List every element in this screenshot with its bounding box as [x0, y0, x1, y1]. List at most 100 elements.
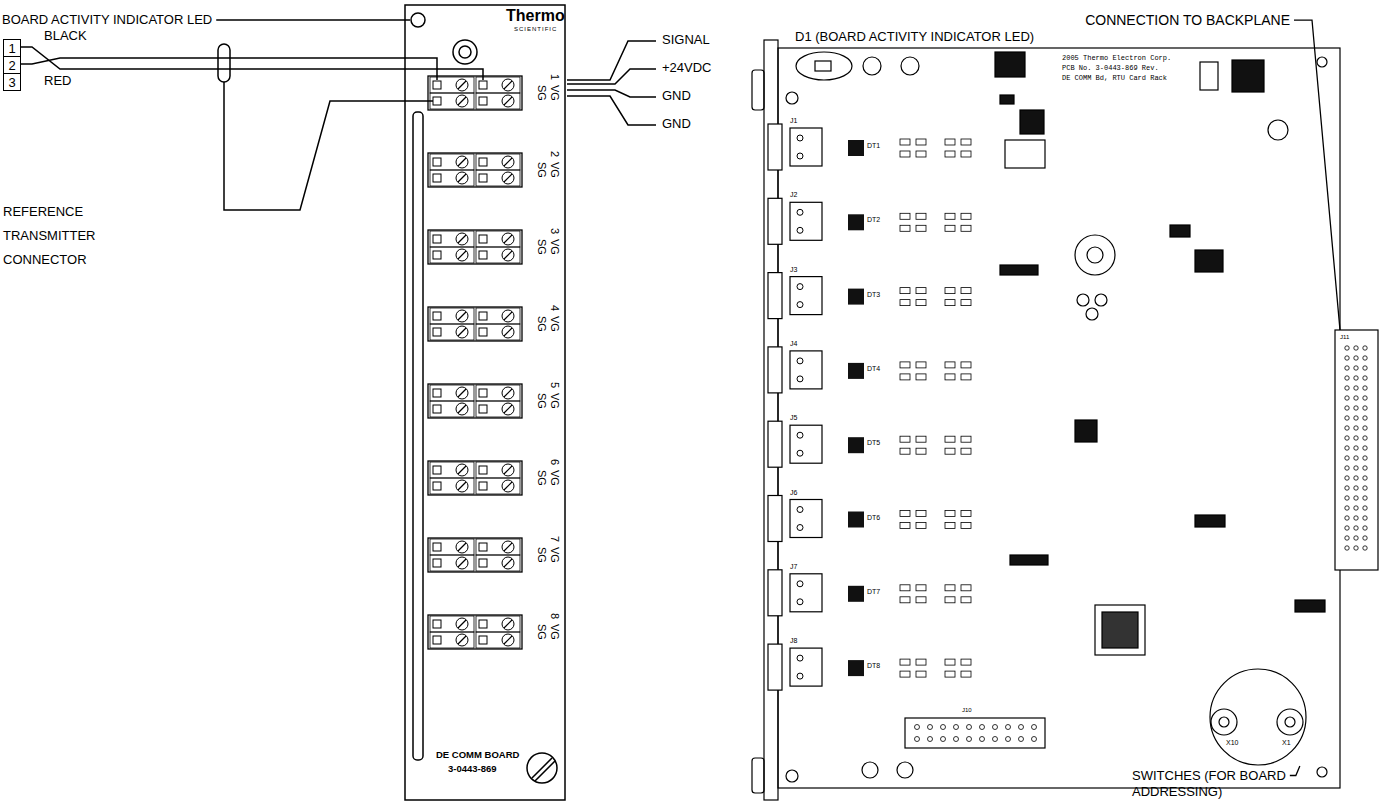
connector-pin — [1363, 386, 1367, 390]
screw-slot — [458, 158, 466, 166]
connector-pin — [1354, 486, 1358, 490]
screw-slot — [504, 235, 512, 243]
screw-slot — [504, 312, 512, 320]
terminal-label: 5 — [548, 382, 561, 388]
inductor — [1005, 140, 1045, 168]
connector-opening — [768, 496, 782, 542]
component-designator: J3 — [790, 266, 797, 274]
terminal-label: 6 — [548, 459, 561, 465]
screw-slot — [458, 482, 466, 490]
pcb-drawing — [752, 40, 1378, 800]
faceplate-drawing — [405, 5, 565, 800]
leader-line — [567, 96, 656, 125]
terminal-screw — [502, 326, 514, 338]
card-guide — [413, 112, 423, 760]
terminal-cell — [430, 93, 474, 109]
connector-pin — [1354, 346, 1358, 350]
terminal-block — [428, 153, 522, 187]
connector-pin — [1345, 406, 1349, 410]
connector-pin — [1363, 436, 1367, 440]
resistor-symbol — [961, 151, 971, 157]
connector-pin — [1354, 506, 1358, 510]
resistor-symbol — [945, 597, 955, 603]
terminal-screw — [456, 95, 468, 107]
screw-slot — [458, 235, 466, 243]
connector-pin — [1354, 496, 1358, 500]
capacitor — [1000, 95, 1014, 104]
surge-suppressor — [848, 660, 864, 676]
component-designator: J8 — [790, 637, 797, 645]
terminal-screw — [456, 156, 468, 168]
connector-pin — [915, 737, 920, 742]
terminal-slot — [433, 559, 441, 567]
terminal-slot — [433, 328, 441, 336]
resistor-symbol — [900, 523, 910, 529]
connector-opening — [768, 273, 782, 319]
capacitor — [1170, 225, 1190, 237]
connector-pin — [797, 581, 803, 587]
terminal-label: SG — [535, 624, 548, 640]
terminal-label: VG — [548, 162, 561, 178]
terminal-label: VG — [548, 316, 561, 332]
terminal-screw — [456, 403, 468, 415]
terminal-label: SG — [535, 316, 548, 332]
connector-pin — [1363, 346, 1367, 350]
screw-slot — [504, 251, 512, 259]
connector-opening — [768, 421, 782, 467]
screw-slot — [504, 543, 512, 551]
connector-pin — [797, 450, 803, 456]
address-switch — [1277, 709, 1303, 735]
surge-suppressor — [848, 214, 864, 230]
terminal-screw — [502, 310, 514, 322]
terminal-screw — [456, 172, 468, 184]
leader-line — [567, 41, 656, 80]
screw-slot — [535, 761, 555, 781]
resistor-symbol — [900, 436, 910, 442]
terminal-slot — [479, 543, 487, 551]
connector-pin — [1345, 546, 1349, 550]
resistor-symbol — [945, 659, 955, 665]
connector-pin — [967, 737, 972, 742]
connector-pin — [797, 135, 803, 141]
terminal-slot — [433, 389, 441, 397]
ic-chip — [1195, 515, 1225, 527]
pin-box: 3 — [3, 73, 21, 91]
screw-slot — [458, 636, 466, 644]
terminal-cell — [430, 231, 474, 247]
component-designator: DT2 — [867, 216, 880, 224]
ic-chip — [995, 52, 1025, 77]
connector-pin — [1345, 466, 1349, 470]
terminal-cell — [430, 462, 474, 478]
leader-line — [1294, 20, 1340, 330]
terminal-slot — [479, 620, 487, 628]
terminal-cell — [430, 170, 474, 186]
connector-pin — [1354, 406, 1358, 410]
inductor — [1232, 60, 1264, 92]
pin-number: 2 — [8, 59, 15, 72]
resistor-symbol — [945, 151, 955, 157]
terminal-cell — [476, 308, 520, 324]
resistor-symbol — [961, 436, 971, 442]
terminal-slot — [433, 405, 441, 413]
field-connector — [790, 574, 822, 612]
pin-number: 1 — [8, 42, 15, 55]
resistor-symbol — [945, 671, 955, 677]
terminal-screw — [502, 387, 514, 399]
resistor-symbol — [945, 511, 955, 517]
terminal-screw — [502, 618, 514, 630]
terminal-label: VG — [548, 393, 561, 409]
faceplate-outline — [405, 5, 565, 800]
component-designator: X10 — [1226, 739, 1238, 747]
resistor-symbol — [916, 213, 926, 219]
mount-screw — [786, 92, 798, 104]
terminal-slot — [433, 251, 441, 259]
connector-pin — [928, 725, 933, 730]
leader-line — [216, 19, 410, 20]
resistor-symbol — [961, 300, 971, 306]
wire-color-label: RED — [44, 74, 71, 89]
connector-pin — [941, 725, 946, 730]
connector-pin — [928, 737, 933, 742]
terminal-slot — [433, 158, 441, 166]
highlight-circle — [796, 52, 852, 80]
connector-pin — [1345, 386, 1349, 390]
